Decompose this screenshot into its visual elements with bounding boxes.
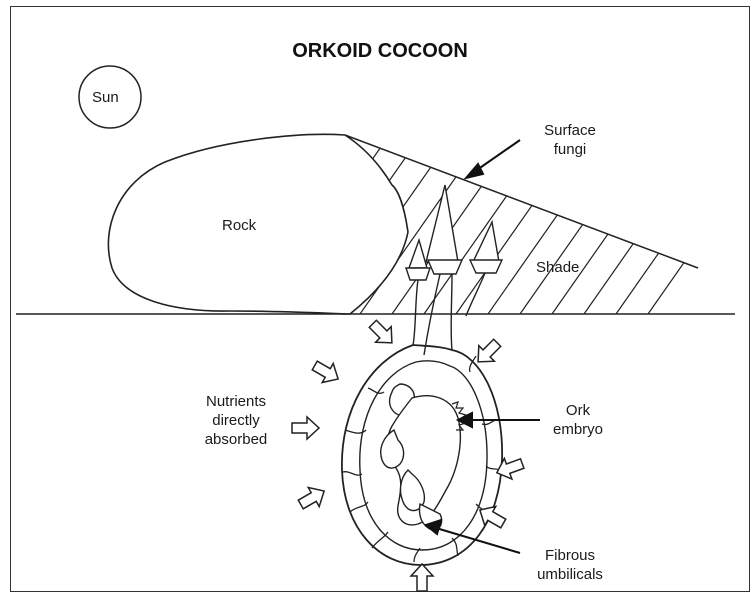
ork-embryo-label-line2: embryo (538, 420, 618, 439)
rock-label: Rock (222, 216, 256, 235)
fibrous-umbilicals-label: Fibrous umbilicals (520, 546, 620, 584)
surface-fungi (406, 185, 502, 280)
nutrients-label-line2: directly (186, 411, 286, 430)
sun-label: Sun (92, 88, 119, 107)
nutrient-arrow (309, 356, 343, 389)
nutrients-label: Nutrients directly absorbed (186, 392, 286, 449)
nutrient-arrow (295, 481, 329, 514)
nutrient-arrow (493, 453, 526, 483)
rock-shape (108, 134, 408, 314)
nutrients-label-line3: absorbed (186, 430, 286, 449)
ork-embryo-label: Ork embryo (538, 401, 618, 439)
diagram-title: ORKOID COCOON (180, 40, 580, 63)
fibrous-umbilicals-label-line2: umbilicals (520, 565, 620, 584)
nutrient-arrow (292, 417, 319, 439)
shade-label: Shade (536, 258, 579, 277)
nutrient-arrow (411, 564, 433, 591)
surface-fungi-label-line2: fungi (530, 140, 610, 159)
ork-embryo-label-line1: Ork (538, 401, 618, 420)
surface-fungi-label-line1: Surface (530, 121, 610, 140)
nutrients-label-line1: Nutrients (186, 392, 286, 411)
surface-fungi-label: Surface fungi (530, 121, 610, 159)
ork-embryo (381, 384, 461, 530)
fibrous-umbilicals-label-line1: Fibrous (520, 546, 620, 565)
nutrient-arrow (365, 316, 400, 351)
